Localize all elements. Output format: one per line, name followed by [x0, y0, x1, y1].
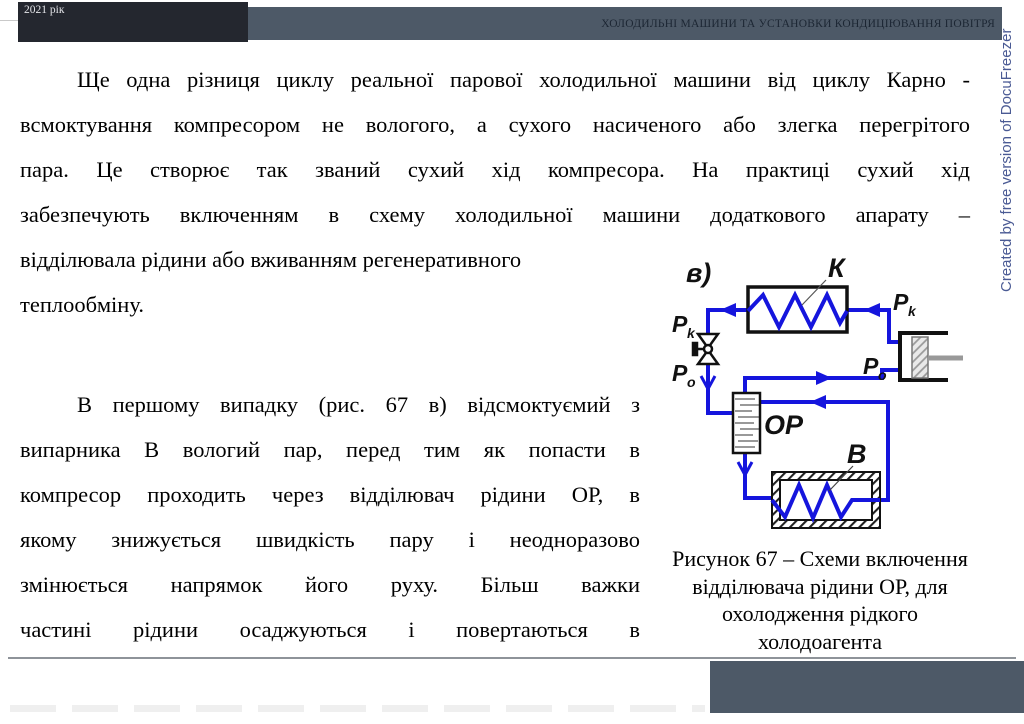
- compressor-cylinder: [898, 331, 948, 382]
- separator-baffle-lines: [735, 398, 759, 448]
- compressor-piston: [911, 336, 929, 379]
- text-line: частині рідини осаджуються і повертаютьс…: [20, 617, 640, 642]
- caption-line: охолодження рідкого: [721, 601, 919, 626]
- text-line: всмоктування компресором не вологого, а …: [20, 112, 970, 137]
- evaporator-pointer-line: [828, 465, 854, 492]
- condenser-pointer-line: [801, 279, 827, 306]
- pressure-label-po-left: P o: [672, 360, 696, 390]
- flow-arrow-icon: [720, 303, 880, 409]
- condenser-label: К: [828, 253, 847, 283]
- text-line: якому знижується швидкість пару і неодно…: [20, 527, 640, 552]
- text-line: компресор проходить через відділювач рід…: [20, 482, 640, 507]
- left-edge-line: [0, 20, 18, 21]
- text-line: пара. Це створює так званий сухий хід ко…: [20, 157, 970, 182]
- year-label: 2021 рік: [24, 4, 65, 16]
- bottom-dashes: [10, 705, 705, 712]
- svg-text:P: P: [893, 289, 909, 315]
- svg-text:o: o: [687, 374, 696, 390]
- title-bar: ХОЛОДИЛЬНІ МАШИНИ ТА УСТАНОВКИ КОНДИЦІЮВ…: [248, 7, 1002, 40]
- text-line: забезпечують включенням в схему холодиль…: [20, 202, 970, 227]
- svg-text:k: k: [687, 325, 696, 341]
- pressure-label-po-right: P o: [863, 353, 887, 383]
- svg-text:P: P: [863, 353, 879, 379]
- page-title: ХОЛОДИЛЬНІ МАШИНИ ТА УСТАНОВКИ КОНДИЦІЮВ…: [601, 17, 995, 30]
- text-line: В першому випадку (рис. 67 в) відсмоктує…: [77, 392, 640, 417]
- figure-caption: Рисунок 67 – Схеми включення відділювача…: [640, 545, 1000, 655]
- svg-text:o: o: [878, 367, 887, 383]
- caption-line: холодоагента: [757, 628, 883, 654]
- svg-text:k: k: [908, 303, 917, 319]
- evaporator-label: В: [847, 439, 867, 469]
- panel-label: в): [686, 258, 711, 288]
- flow-arrow-open-icon: [699, 375, 754, 479]
- condenser-coil: [746, 290, 849, 332]
- caption-line: Рисунок 67 – Схеми включення: [672, 546, 968, 571]
- text-line: теплообміну.: [20, 292, 144, 317]
- text-line: змінюється напрямок його руху. Більш важ…: [20, 572, 640, 597]
- text-line: відділювала рідини або вживанням регенер…: [20, 247, 522, 272]
- bottom-right-block: [710, 661, 1024, 713]
- paragraph-1: Ще одна різниця циклу реальної парової х…: [20, 57, 970, 327]
- refrigeration-schematic: в) К ОР В P k P o P k P o: [672, 253, 963, 529]
- caption-line: відділювача рідини ОР, для: [692, 573, 948, 599]
- paragraph-2: В першому випадку (рис. 67 в) відсмоктує…: [20, 382, 640, 652]
- year-box: 2021 рік: [18, 2, 248, 42]
- bottom-divider: [8, 657, 1016, 659]
- expansion-valve: [691, 332, 721, 366]
- svg-text:P: P: [672, 311, 688, 337]
- svg-text:P: P: [672, 360, 688, 386]
- text-line: Ще одна різниця циклу реальної парової х…: [77, 67, 970, 92]
- evaporator-coil: [770, 479, 880, 524]
- separator-label: ОР: [764, 410, 804, 440]
- pressure-label-pk-left: P k: [672, 311, 696, 341]
- pressure-label-pk-right: P k: [893, 289, 917, 319]
- text-line: випарника В вологий пар, перед тим як по…: [20, 437, 640, 462]
